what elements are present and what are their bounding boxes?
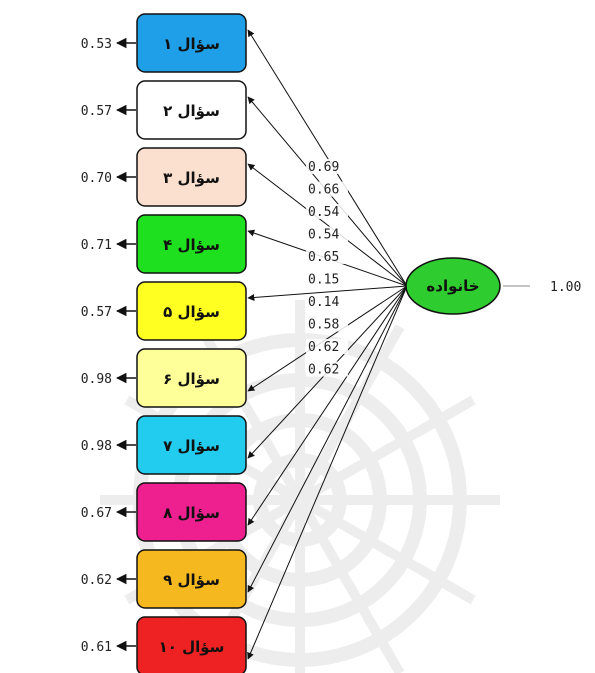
indicator-label: سؤال ۷ <box>163 437 220 455</box>
error-variance: 0.98 <box>81 439 112 454</box>
error-variance: 0.62 <box>81 573 112 588</box>
watermark-spoke <box>297 395 476 505</box>
indicator-label: سؤال ۱۰ <box>159 638 225 656</box>
indicator-box <box>136 13 247 73</box>
loading-path <box>247 285 408 660</box>
error-variance: 0.98 <box>81 372 112 387</box>
loading-label-bg <box>306 226 348 242</box>
indicator-label: سؤال ۲ <box>163 102 220 120</box>
loading-value: 0.66 <box>308 183 339 198</box>
error-variance: 0.71 <box>81 238 112 253</box>
loading-value: 0.54 <box>308 205 339 220</box>
loading-value: 0.54 <box>308 228 339 243</box>
loading-value: 0.14 <box>308 295 339 310</box>
indicator-label: سؤال ۳ <box>163 169 220 187</box>
loading-label-bg <box>306 294 348 309</box>
loading-value: 0.58 <box>308 318 339 333</box>
latent-label: خانواده <box>426 277 479 295</box>
loading-value: 0.15 <box>308 273 339 288</box>
error-variance: 0.53 <box>81 37 112 52</box>
indicator-label: سؤال ۸ <box>163 504 220 522</box>
loading-label-bg <box>306 271 348 287</box>
loading-labels: 0.69 0.66 0.54 0.54 0.65 0.15 0.14 0.58 0.62 0.62 <box>306 159 348 378</box>
loading-path <box>247 163 408 287</box>
loading-label-bg <box>306 339 348 354</box>
loading-value: 0.62 <box>308 340 339 355</box>
loading-value: 0.62 <box>308 363 339 378</box>
indicator-box <box>136 214 247 274</box>
loading-label-bg <box>306 204 348 219</box>
loading-path <box>247 29 408 287</box>
loading-path <box>247 285 408 526</box>
indicator-box <box>136 80 247 140</box>
latent-variance: 1.00 <box>550 280 581 295</box>
loading-label-bg <box>306 159 348 174</box>
indicator-label: سؤال ۹ <box>163 571 220 589</box>
indicator-box <box>136 348 247 408</box>
error-variance: 0.70 <box>81 171 112 186</box>
indicator-label: سؤال ۱ <box>163 35 220 53</box>
loading-value: 0.69 <box>308 160 339 175</box>
latent-factor: خانواده <box>405 257 501 315</box>
loading-label-bg <box>306 316 348 332</box>
indicator-box <box>136 549 247 609</box>
indicator-boxes: سؤال ۱ سؤال ۲ سؤال ۳ سؤال ۴ سؤال ۵ سؤال ۶ سؤال… <box>136 13 247 673</box>
error-variance: 0.67 <box>81 506 112 521</box>
indicator-label: سؤال ۶ <box>163 370 220 388</box>
indicator-label: سؤال ۵ <box>163 303 220 321</box>
loading-path <box>247 285 408 392</box>
indicator-box <box>136 281 247 341</box>
watermark-spoke <box>295 324 405 503</box>
indicator-box <box>136 616 247 673</box>
loading-path <box>247 285 408 593</box>
error-arrows: 0.53 0.57 0.70 0.71 0.57 0.98 0.98 0.67 0.62 0.61 <box>81 37 136 655</box>
watermark-spoke <box>297 495 476 605</box>
error-variance: 0.61 <box>81 640 112 655</box>
indicator-box <box>136 147 247 207</box>
loading-label-bg <box>306 249 348 264</box>
error-variance: 0.57 <box>81 104 112 119</box>
indicator-box <box>136 482 247 542</box>
loading-label-bg <box>306 181 348 197</box>
indicator-label: سؤال ۴ <box>163 236 220 254</box>
watermark-spoke <box>295 497 405 673</box>
loading-value: 0.65 <box>308 250 339 265</box>
latent-ellipse <box>405 257 501 315</box>
error-variance: 0.57 <box>81 305 112 320</box>
indicator-box <box>136 415 247 475</box>
loading-paths <box>247 29 408 660</box>
loading-label-bg <box>306 361 348 377</box>
loading-path <box>247 285 408 302</box>
